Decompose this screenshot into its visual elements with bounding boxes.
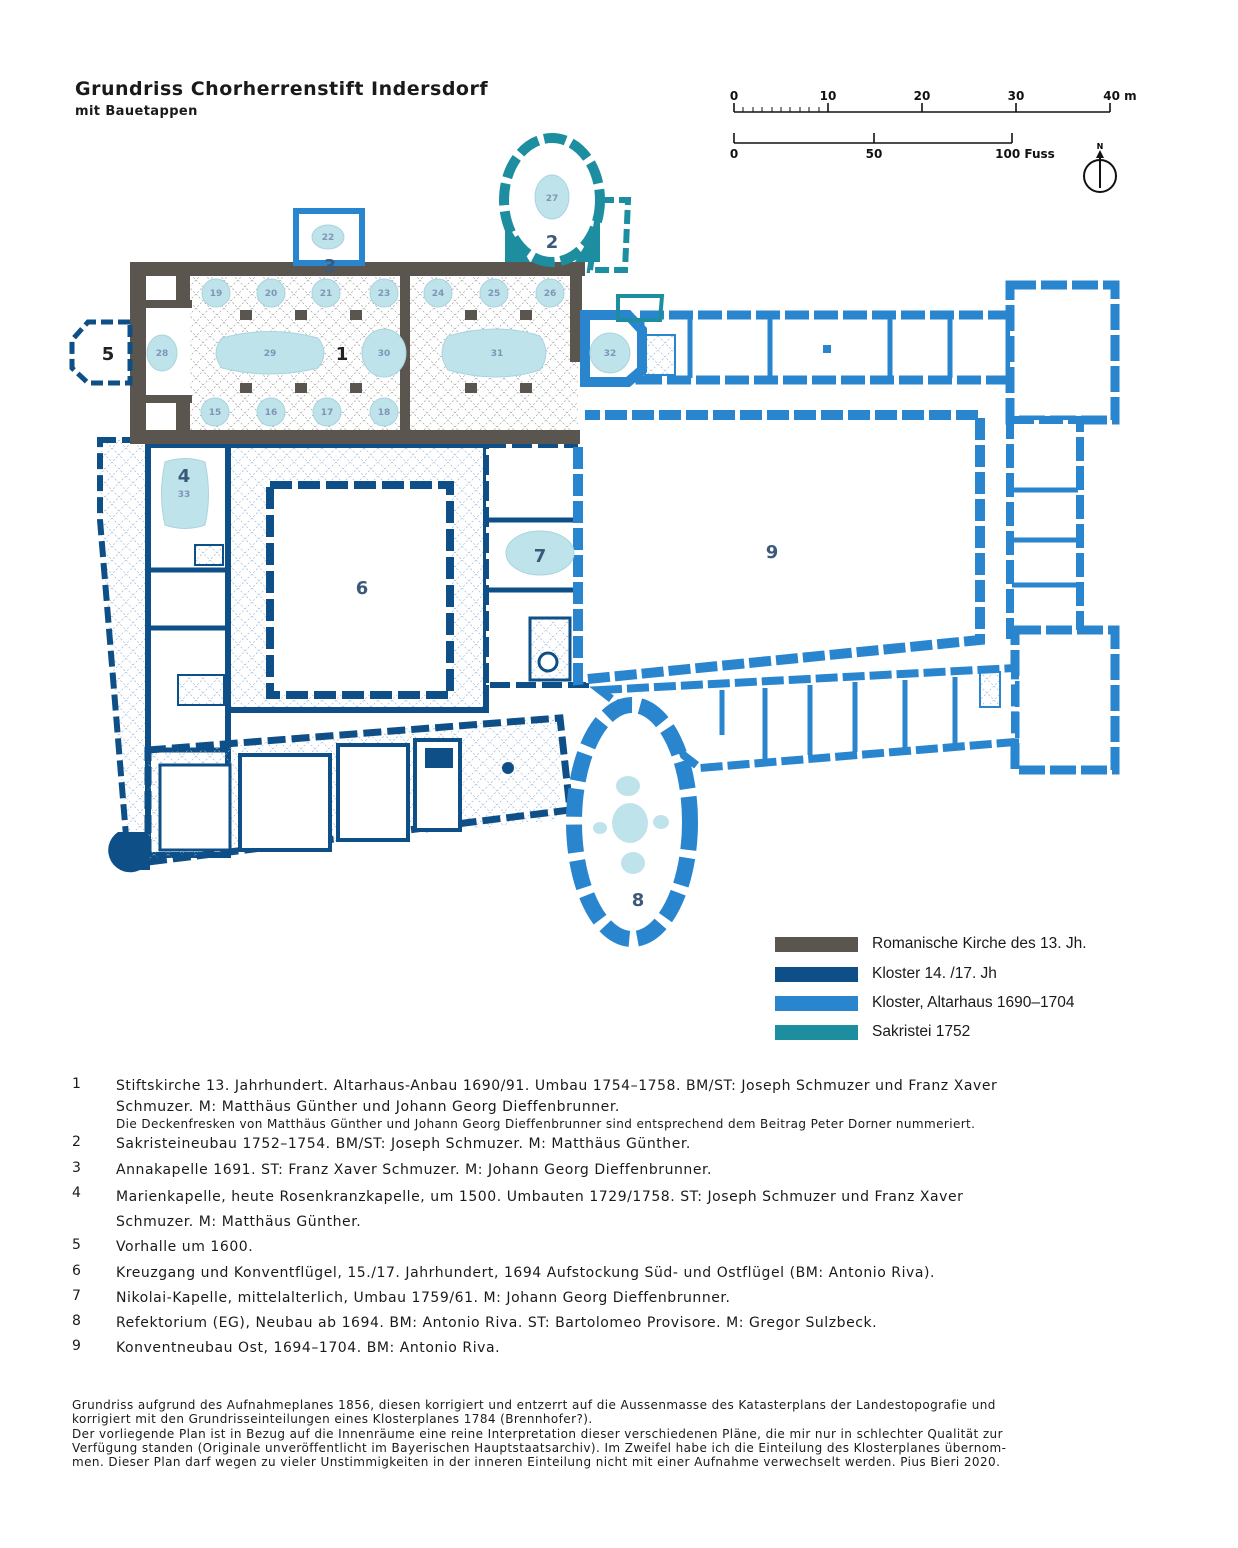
legend-swatch <box>775 1025 858 1040</box>
legend-swatch <box>775 967 858 982</box>
scale-ft-100: 100 Fuss <box>995 147 1055 161</box>
note-number: 6 <box>72 1263 82 1279</box>
fresco-label-17: 17 <box>321 408 334 418</box>
north-arrow-icon: N <box>1083 142 1117 193</box>
vorhalle <box>69 319 133 386</box>
area-label-4: 4 <box>178 466 191 487</box>
note-number: 8 <box>72 1313 82 1329</box>
north-label: N <box>1097 142 1104 151</box>
fresco-label-18: 18 <box>378 408 391 418</box>
note-line: Stiftskirche 13. Jahrhundert. Altarhaus-… <box>116 1078 998 1094</box>
note-text: Nikolai-Kapelle, mittelalterlich, Umbau … <box>116 1290 731 1306</box>
area-label-6: 6 <box>356 578 369 599</box>
fresco-label-26: 26 <box>544 289 557 299</box>
fresco-label-15: 15 <box>209 408 222 418</box>
note-line: Schmuzer. M: Matthäus Günther und Johann… <box>116 1099 620 1115</box>
note-number: 1 <box>72 1076 82 1092</box>
scale-m-10: 10 <box>820 89 837 103</box>
fresco-label-33: 33 <box>178 490 191 500</box>
legend-label: Sakristei 1752 <box>872 1023 971 1040</box>
note-text: Refektorium (EG), Neubau ab 1694. BM: An… <box>116 1315 878 1331</box>
note-number: 7 <box>72 1288 82 1304</box>
footer-line: korrigiert mit den Grundrisseinteilungen… <box>72 1412 593 1427</box>
note-text: Vorhalle um 1600. <box>116 1239 254 1255</box>
note-line: Schmuzer. M: Matthäus Günther. <box>116 1214 362 1230</box>
legend-swatch <box>775 937 858 952</box>
note-number: 2 <box>72 1134 82 1150</box>
fresco-labels: 15 16 17 18 19 20 21 22 23 24 25 26 27 2… <box>156 194 617 500</box>
fresco-label-16: 16 <box>265 408 278 418</box>
footer-line: men. Dieser Plan darf wegen zu vieler Un… <box>72 1455 1001 1470</box>
area-label-9: 9 <box>766 542 779 563</box>
legend-item-kloster-14-17: Kloster 14. /17. Jh <box>775 965 1135 985</box>
page-subtitle: mit Bauetappen <box>75 104 198 119</box>
note-text: Sakristeineubau 1752–1754. BM/ST: Joseph… <box>116 1136 691 1152</box>
cloister <box>225 442 489 713</box>
scale-m-20: 20 <box>914 89 931 103</box>
legend-label: Kloster 14. /17. Jh <box>872 965 997 982</box>
refectory <box>566 697 698 947</box>
area-label-2: 2 <box>546 232 559 253</box>
legend-item-kloster-1690: Kloster, Altarhaus 1690–1704 <box>775 994 1135 1014</box>
scale-labels: 0 10 20 30 40 m 0 50 100 Fuss <box>730 89 1137 161</box>
footer-line: Verfügung standen (Originale unveröffent… <box>72 1440 1007 1455</box>
fresco-label-21: 21 <box>320 289 333 299</box>
fresco-label-31: 31 <box>491 349 504 359</box>
area-label-3: 3 <box>324 256 337 277</box>
fresco-label-23: 23 <box>378 289 391 299</box>
south-wing <box>144 714 574 866</box>
fresco-label-29: 29 <box>264 349 277 359</box>
fresco-label-30: 30 <box>378 349 391 359</box>
note-number: 9 <box>72 1338 82 1354</box>
legend-label: Kloster, Altarhaus 1690–1704 <box>872 994 1075 1011</box>
scale-bar <box>733 103 1111 144</box>
fresco-label-24: 24 <box>432 289 445 299</box>
note-text: Stiftskirche 13. Jahrhundert. Altarhaus-… <box>116 1076 1126 1132</box>
fresco-label-19: 19 <box>210 289 223 299</box>
footer-note: Grundriss aufgrund des Aufnahmeplanes 18… <box>72 1398 1182 1469</box>
page-title: Grundriss Chorherrenstift Indersdorf <box>75 78 489 100</box>
note-text: Annakapelle 1691. ST: Franz Xaver Schmuz… <box>116 1162 713 1178</box>
scale-ft-50: 50 <box>866 147 883 161</box>
legend-swatch <box>775 996 858 1011</box>
note-text: Kreuzgang und Konventflügel, 15./17. Jah… <box>116 1265 936 1281</box>
note-subtext: Die Deckenfresken von Matthäus Günther u… <box>116 1117 976 1131</box>
legend-label: Romanische Kirche des 13. Jh. <box>872 935 1087 952</box>
note-number: 5 <box>72 1237 82 1253</box>
fresco-label-28: 28 <box>156 349 169 359</box>
scale-m-30: 30 <box>1008 89 1025 103</box>
area-label-5: 5 <box>102 344 115 365</box>
legend-item-romanesque: Romanische Kirche des 13. Jh. <box>775 935 1135 955</box>
note-text: Konventneubau Ost, 1694–1704. BM: Antoni… <box>116 1340 501 1356</box>
fresco-label-25: 25 <box>488 289 501 299</box>
scale-ft-0: 0 <box>730 147 738 161</box>
area-label-1: 1 <box>336 344 349 365</box>
east-convent <box>573 280 1120 775</box>
fresco-label-32: 32 <box>604 349 617 359</box>
note-line: Marienkapelle, heute Rosenkranzkapelle, … <box>116 1189 964 1205</box>
note-text: Marienkapelle, heute Rosenkranzkapelle, … <box>116 1185 1126 1235</box>
fresco-label-20: 20 <box>265 289 278 299</box>
legend-item-sakristei: Sakristei 1752 <box>775 1023 1135 1043</box>
note-number: 3 <box>72 1160 82 1176</box>
scale-m-0: 0 <box>730 89 738 103</box>
frescoes <box>146 174 631 576</box>
area-label-7: 7 <box>534 546 547 567</box>
fresco-label-22: 22 <box>322 233 335 243</box>
fresco-label-27: 27 <box>546 194 559 204</box>
footer-line: Der vorliegende Plan ist in Bezug auf di… <box>72 1426 1003 1441</box>
footer-line: Grundriss aufgrund des Aufnahmeplanes 18… <box>72 1398 996 1412</box>
note-number: 4 <box>72 1185 82 1201</box>
area-labels: 1 2 3 4 5 6 7 8 9 <box>102 232 779 911</box>
scale-m-40: 40 m <box>1103 89 1136 103</box>
area-label-8: 8 <box>632 890 645 911</box>
